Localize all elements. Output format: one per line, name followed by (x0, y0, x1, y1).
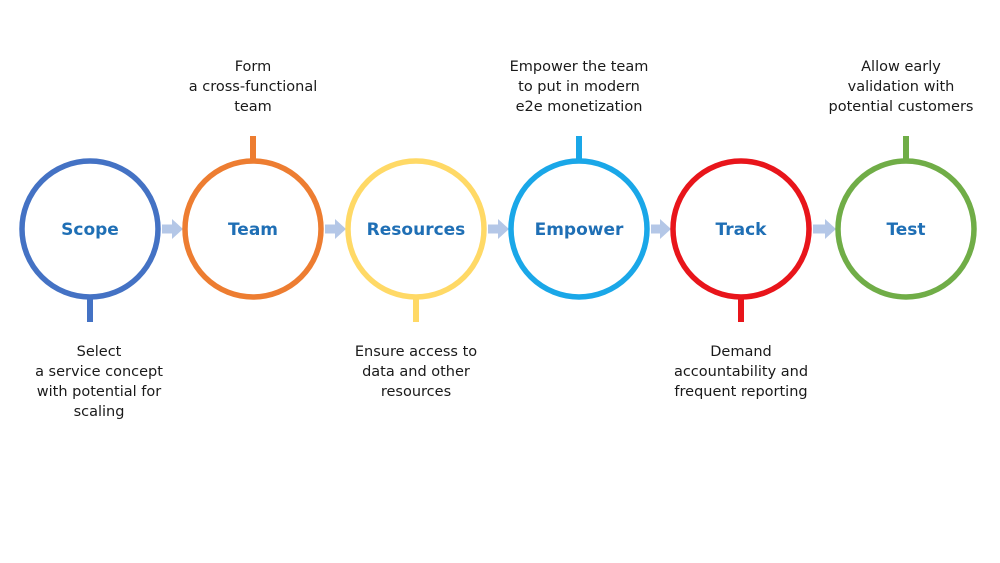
stage-label-scope: Scope (61, 220, 119, 240)
stage-team: Team (182, 136, 324, 300)
description-line: accountability and (673, 364, 809, 380)
stage-description-test: Allow early validation with potential cust… (806, 57, 996, 117)
stage-scope: Scope (19, 158, 161, 322)
stage-label-test: Test (886, 220, 925, 240)
description-line: resources (380, 384, 452, 400)
description-line: team (234, 99, 272, 115)
arrow-right-icon (651, 219, 671, 239)
arrow-right-icon (813, 219, 836, 239)
description-line: frequent reporting (674, 384, 808, 400)
stage-label-team: Team (228, 220, 278, 240)
description-line: validation with (847, 79, 955, 95)
stage-resources: Resources (345, 158, 487, 322)
description-line: potential customers (828, 99, 974, 115)
stage-connector-scope (87, 296, 93, 322)
arrow-right-icon (488, 219, 509, 239)
stage-connector-team (250, 136, 256, 162)
stage-description-resources: Ensure access to data and other resources (321, 342, 511, 402)
description-line: a cross-functional (188, 79, 318, 95)
description-line: data and other (362, 364, 470, 380)
arrow-right-icon (325, 219, 346, 239)
stage-description-empower: Empower the team to put in modern e2e mone… (484, 57, 674, 117)
stage-label-track: Track (716, 220, 768, 240)
description-line: Empower the team (509, 59, 649, 75)
stage-connector-track (738, 296, 744, 322)
stage-description-track: Demand accountability and frequent reporti… (646, 342, 836, 402)
stage-connector-resources (413, 296, 419, 322)
description-line: Select (76, 344, 122, 360)
description-line: Allow early (861, 59, 941, 75)
stage-connector-test (903, 136, 909, 162)
stage-empower: Empower (508, 136, 650, 300)
description-line: scaling (73, 404, 125, 420)
description-line: Ensure access to (354, 344, 478, 360)
description-line: Form (234, 59, 272, 75)
description-line: Demand (710, 344, 772, 360)
stage-label-resources: Resources (367, 220, 466, 240)
stage-label-empower: Empower (535, 220, 624, 240)
description-line: with potential for (36, 384, 162, 400)
stage-test: Test (835, 136, 977, 300)
stage-description-scope: Select a service concept with potential fo… (4, 342, 194, 422)
arrow-right-icon (162, 219, 183, 239)
description-line: e2e monetization (515, 99, 643, 115)
description-line: to put in modern (518, 79, 640, 95)
stage-description-team: Form a cross-functional team (158, 57, 348, 117)
description-line: a service concept (35, 364, 163, 380)
stage-connector-empower (576, 136, 582, 162)
stage-track: Track (670, 158, 812, 322)
